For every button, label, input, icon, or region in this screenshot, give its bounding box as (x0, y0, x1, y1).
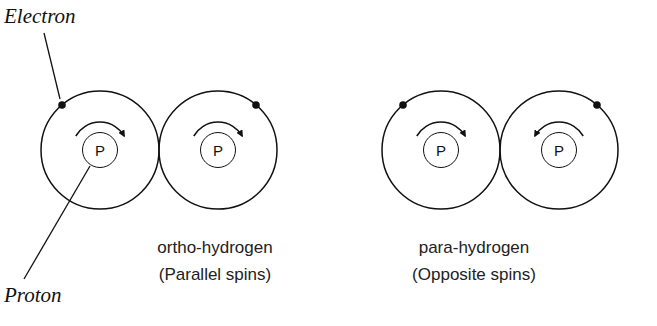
orbit-circle (159, 91, 277, 209)
electron-dot (399, 101, 407, 109)
proton-circle: P (423, 132, 459, 168)
callout-label: Electron (4, 4, 76, 29)
proton-circle: P (82, 132, 118, 168)
electron-dot (58, 101, 66, 109)
orbit-circle (382, 91, 500, 209)
orbit-circle (41, 91, 159, 209)
caption-text: (Opposite spins) (412, 265, 536, 285)
electron-dot (593, 101, 601, 109)
proton-letter: P (554, 143, 564, 158)
proton-letter: P (213, 143, 223, 158)
orbit-circle (500, 91, 618, 209)
leader-line (24, 166, 90, 279)
proton-circle: P (541, 132, 577, 168)
caption-text: para-hydrogen (419, 238, 530, 258)
proton-circle: P (200, 132, 236, 168)
proton-letter: P (436, 143, 446, 158)
leader-line (44, 33, 60, 99)
proton-letter: P (95, 143, 105, 158)
caption-text: (Parallel spins) (159, 265, 271, 285)
electron-dot (252, 101, 260, 109)
caption-text: ortho-hydrogen (157, 238, 272, 258)
callout-label: Proton (4, 283, 62, 308)
